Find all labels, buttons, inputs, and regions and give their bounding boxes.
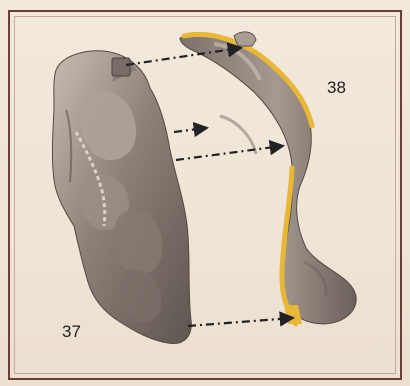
arrow-right-icon — [176, 146, 282, 160]
part-38-shell — [180, 32, 356, 324]
part-number-37: 37 — [62, 322, 81, 342]
part-37-shell — [52, 51, 191, 344]
arrow-right-icon — [188, 318, 292, 326]
part-number-38: 38 — [327, 78, 346, 98]
arrow-right-icon — [174, 128, 206, 132]
